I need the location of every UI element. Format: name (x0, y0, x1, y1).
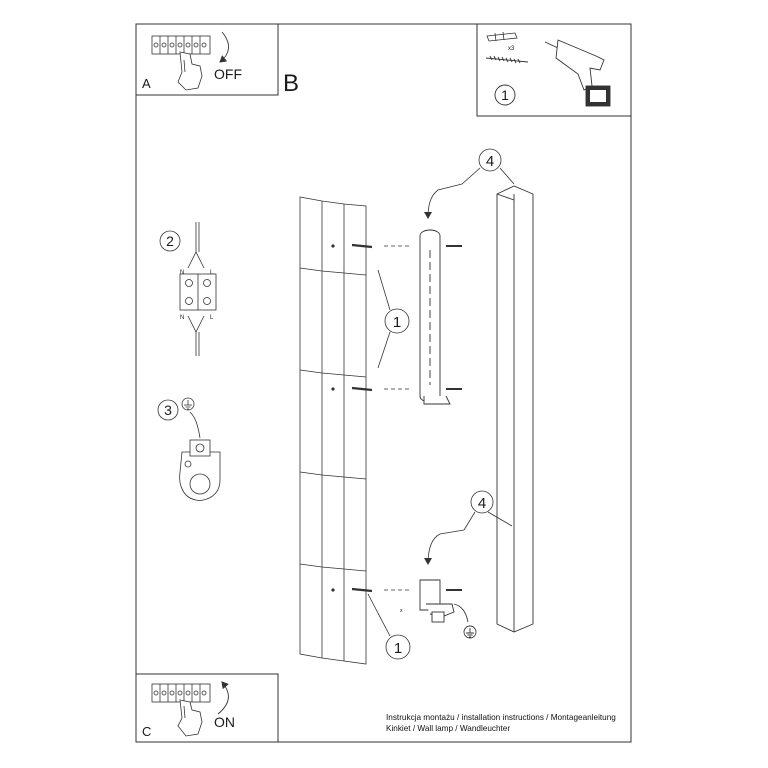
panel-c: C ON (135, 673, 279, 743)
mount-step-number-bottom: 1 (394, 640, 402, 657)
mounting-screws (331, 243, 462, 593)
panel-c-action: ON (214, 714, 235, 730)
wiring-detail (159, 222, 217, 356)
top-bracket (419, 229, 451, 405)
lamp-tube (496, 185, 534, 633)
mount-step-number-top: 1 (393, 314, 401, 331)
tools-panel: x3 1 (476, 23, 632, 117)
tools-step-number: 1 (501, 87, 509, 103)
panel-a: A OFF (135, 23, 279, 96)
footer-line-product: Kinkiet / Wall lamp / Wandleuchter (386, 724, 511, 733)
panel-a-letter: A (142, 76, 151, 91)
screw-quantity: x3 (508, 46, 515, 52)
screw-icon (485, 55, 529, 64)
panel-b-letter: B (283, 70, 299, 97)
terminal-block-icon (151, 35, 211, 55)
wall-surface (299, 196, 367, 665)
drill-icon (544, 39, 611, 107)
bottom-bracket (419, 579, 477, 639)
wall-plug-icon (486, 31, 518, 42)
tube-step-number-top: 4 (486, 153, 494, 170)
footer-line-instructions: Instrukcja montażu / installation instru… (386, 713, 616, 722)
wire-label-l-top: L (210, 270, 214, 276)
tube-step-number-bottom: 4 (478, 495, 486, 512)
ground-step-number: 3 (164, 402, 172, 418)
wiring-step-number: 2 (166, 233, 174, 249)
wire-label-n-top: N (180, 270, 184, 276)
switch-on-arrow-icon (217, 681, 229, 715)
hand-icon (177, 699, 203, 737)
callout-step-4-top (424, 148, 515, 219)
panel-a-action: OFF (214, 66, 242, 82)
panel-c-letter: C (142, 724, 151, 739)
wire-label-n-bottom: N (180, 315, 184, 321)
bottom-bracket-marker: x (400, 608, 403, 614)
switch-off-arrow-icon (219, 31, 229, 63)
wire-label-l-bottom: L (210, 315, 214, 321)
footer-caption: Instrukcja montażu / installation instru… (386, 712, 631, 734)
hand-icon (177, 51, 203, 91)
callout-step-1-top (377, 269, 410, 369)
terminal-block-icon (151, 683, 211, 703)
callout-step-4-bottom (424, 490, 513, 565)
page-frame (135, 23, 632, 743)
callout-step-1-bottom (367, 593, 411, 660)
ground-detail (157, 397, 221, 501)
